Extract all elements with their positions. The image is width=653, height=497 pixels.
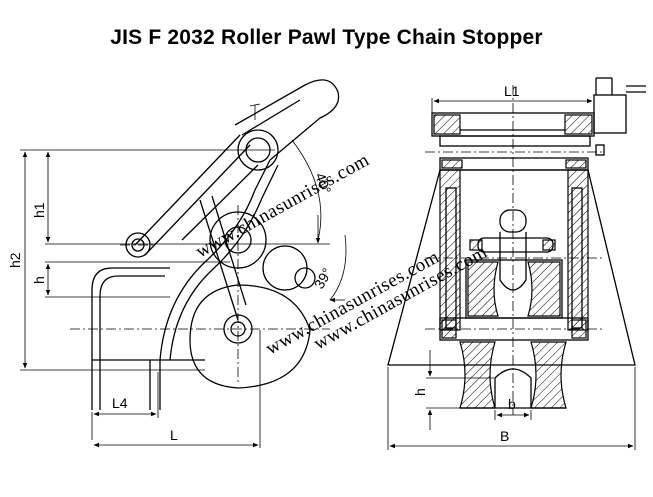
guide-hatch-left bbox=[459, 341, 496, 409]
top-pivot-inner bbox=[245, 137, 271, 163]
l4-label: L4 bbox=[112, 395, 128, 411]
housing-cap-hatch-l bbox=[441, 159, 463, 169]
watermark-3: www.chinasunrises.com bbox=[310, 241, 491, 354]
upper-link-1 bbox=[134, 134, 241, 246]
lever-handle-inner bbox=[241, 99, 301, 136]
housing-cap bbox=[439, 157, 589, 171]
pawl-top bbox=[499, 209, 527, 233]
deck-hatch-r bbox=[571, 319, 587, 339]
h1-label: h1 bbox=[31, 202, 47, 218]
lever-box bbox=[593, 94, 627, 134]
base-outline-inner bbox=[99, 275, 165, 410]
deck-hatch-l bbox=[441, 319, 457, 339]
top-pivot-outer bbox=[237, 129, 279, 171]
pawl-arm-outer bbox=[159, 159, 271, 361]
front-h-label: h bbox=[412, 388, 428, 396]
top-frame-lower bbox=[439, 135, 591, 147]
left-wall bbox=[439, 169, 461, 331]
top-frame-hatch-right bbox=[564, 114, 593, 135]
frame-rib-1 bbox=[199, 199, 239, 321]
pawl-body bbox=[499, 232, 527, 291]
lever-pin-cap bbox=[249, 103, 261, 107]
angle-39-label: 39° bbox=[311, 265, 335, 291]
right-wall bbox=[567, 169, 589, 331]
watermark-2: www.chinasunrises.com bbox=[262, 246, 443, 359]
upper-link-2 bbox=[144, 144, 251, 256]
chain-link-slot bbox=[494, 368, 532, 408]
front-view: L1 bbox=[310, 77, 646, 450]
top-frame-hatch-left bbox=[433, 114, 461, 135]
roller-axle-end-r bbox=[542, 239, 556, 251]
frame-rib-2 bbox=[211, 195, 247, 306]
angle-arc-40 bbox=[291, 139, 322, 241]
page-title: JIS F 2032 Roller Pawl Type Chain Stoppe… bbox=[110, 26, 543, 49]
roller-hatch-right bbox=[527, 261, 561, 317]
deck-plate bbox=[439, 317, 589, 341]
upper-link-3 bbox=[181, 164, 259, 241]
housing-cap-hatch-r bbox=[565, 159, 587, 169]
b-label: b bbox=[508, 396, 516, 412]
lever-handle bbox=[234, 79, 340, 161]
side-view: h2 h1 h bbox=[7, 79, 443, 448]
roller-axle bbox=[477, 237, 554, 253]
angle-arc-39 bbox=[329, 234, 347, 301]
roller-axle-end-l bbox=[469, 239, 483, 251]
right-roller-outer bbox=[262, 245, 308, 291]
lower-pawl-wheel bbox=[189, 284, 311, 389]
l-label: L bbox=[170, 427, 178, 443]
lever-bolt bbox=[595, 144, 605, 156]
angle-40-label: 40° bbox=[312, 171, 334, 196]
h-label: h bbox=[31, 276, 47, 284]
l1-label: L1 bbox=[504, 83, 520, 99]
right-roller-pin bbox=[294, 267, 316, 289]
base-outline-outer bbox=[91, 267, 170, 410]
roller-hatch-left bbox=[467, 261, 499, 317]
h2-label: h2 bbox=[7, 252, 23, 268]
big-b-label: B bbox=[500, 428, 509, 444]
guide-hatch-right bbox=[530, 341, 567, 409]
